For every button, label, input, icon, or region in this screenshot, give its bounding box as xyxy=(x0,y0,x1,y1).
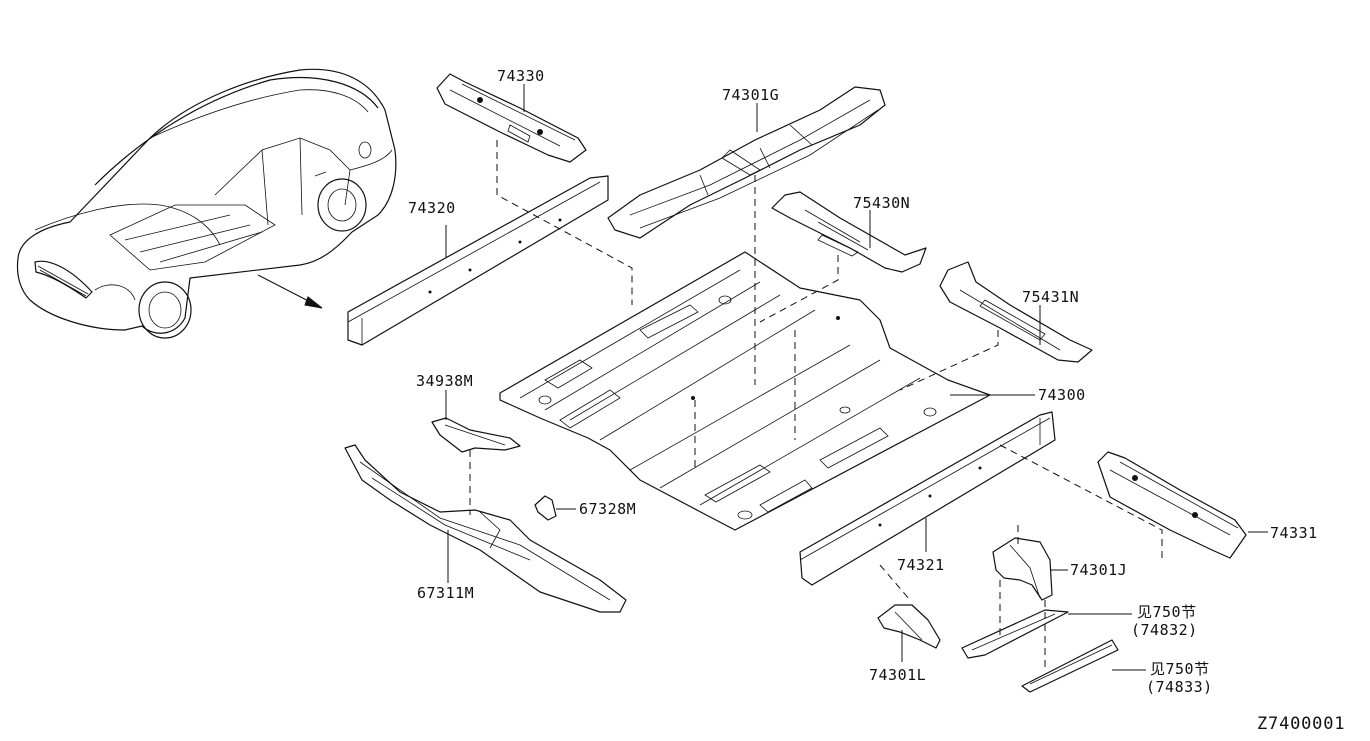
vehicle-overview-illustration xyxy=(16,68,397,339)
part-74330-cross-member[interactable] xyxy=(436,73,587,163)
ref-74833-line2[interactable]: (74833) xyxy=(1146,678,1213,696)
label-67311M[interactable]: 67311M xyxy=(417,584,474,602)
label-75431N[interactable]: 75431N xyxy=(1022,288,1079,306)
label-74330[interactable]: 74330 xyxy=(497,67,545,85)
part-74331-cross-member[interactable] xyxy=(1097,451,1247,559)
label-75430N[interactable]: 75430N xyxy=(853,194,910,212)
ref-74832-line2[interactable]: (74832) xyxy=(1131,621,1198,639)
label-74321[interactable]: 74321 xyxy=(897,556,945,574)
part-34938M-bracket[interactable] xyxy=(431,417,521,453)
label-74331[interactable]: 74331 xyxy=(1270,524,1318,542)
label-67328M[interactable]: 67328M xyxy=(579,500,636,518)
label-74320[interactable]: 74320 xyxy=(408,199,456,217)
part-74300-front-floor-panel[interactable] xyxy=(499,251,991,531)
part-67328M-clip[interactable] xyxy=(534,495,557,521)
part-74833-reinforcement-strip[interactable] xyxy=(1021,639,1119,693)
part-75430N-rear-seat-member[interactable] xyxy=(771,191,927,273)
part-75431N-rear-seat-member[interactable] xyxy=(939,261,1093,363)
part-74301L-bracket[interactable] xyxy=(877,604,941,649)
ref-74832-line1[interactable]: 见750节 xyxy=(1137,603,1197,621)
part-74320-side-sill-left[interactable] xyxy=(347,175,609,346)
label-74301J[interactable]: 74301J xyxy=(1070,561,1127,579)
part-67311M-dash-lower[interactable] xyxy=(344,444,627,613)
part-74832-reinforcement-strip[interactable] xyxy=(961,609,1069,659)
diagram-code: Z7400001 xyxy=(1257,714,1345,734)
part-74321-side-sill-right[interactable] xyxy=(799,411,1056,586)
ref-74833-line1[interactable]: 见750节 xyxy=(1150,660,1210,678)
label-74300[interactable]: 74300 xyxy=(1038,386,1086,404)
part-74301G-tunnel-reinforcement[interactable] xyxy=(607,86,886,239)
label-74301L[interactable]: 74301L xyxy=(869,666,926,684)
part-74301J-bracket[interactable] xyxy=(992,537,1053,601)
label-74301G[interactable]: 74301G xyxy=(722,86,779,104)
label-34938M[interactable]: 34938M xyxy=(416,372,473,390)
